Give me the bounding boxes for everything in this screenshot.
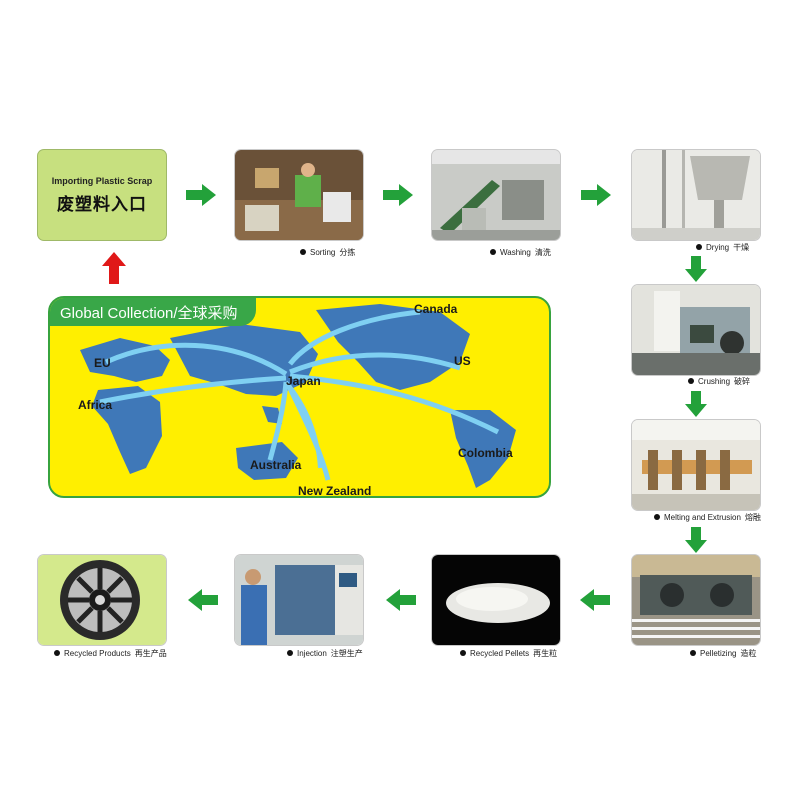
bullet-icon bbox=[688, 378, 694, 384]
pelletizing-photo bbox=[632, 555, 760, 645]
washing-photo bbox=[432, 150, 560, 240]
bullet-icon bbox=[287, 650, 293, 656]
arrow-right-icon bbox=[186, 184, 216, 206]
label-canada: Canada bbox=[414, 302, 458, 316]
arrow-left-icon bbox=[188, 589, 218, 611]
bullet-icon bbox=[460, 650, 466, 656]
arrow-down-icon bbox=[685, 256, 707, 282]
bullet-icon bbox=[300, 249, 306, 255]
label-colombia: Colombia bbox=[458, 446, 513, 460]
arrow-left-icon bbox=[386, 589, 416, 611]
importing-plastic-scrap-box: Importing Plastic Scrap 废塑料入口 bbox=[38, 150, 166, 240]
map-title: Global Collection/全球采购 bbox=[50, 298, 256, 326]
label-australia: Australia bbox=[250, 458, 302, 472]
world-map-graphic bbox=[80, 304, 516, 488]
bullet-icon bbox=[654, 514, 660, 520]
label-us: US bbox=[454, 354, 471, 368]
bullet-icon bbox=[690, 650, 696, 656]
arrow-down-icon bbox=[685, 391, 707, 417]
injection-photo bbox=[235, 555, 363, 645]
recycled-products-photo bbox=[38, 555, 166, 645]
start-label-en: Importing Plastic Scrap bbox=[51, 175, 153, 186]
recycled-pellets-photo bbox=[432, 555, 560, 645]
bullet-icon bbox=[696, 244, 702, 250]
crushing-photo bbox=[632, 285, 760, 375]
bullet-icon bbox=[54, 650, 60, 656]
arrow-right-icon bbox=[581, 184, 611, 206]
label-eu: EU bbox=[94, 356, 111, 370]
label-africa: Africa bbox=[78, 398, 113, 412]
melting-extrusion-photo bbox=[632, 420, 760, 510]
bullet-icon bbox=[490, 249, 496, 255]
global-collection-map: Global Collection/全球采购 Canada EU US Japa… bbox=[48, 296, 551, 498]
label-japan: Japan bbox=[286, 374, 321, 388]
arrow-right-icon bbox=[383, 184, 413, 206]
arrow-down-icon bbox=[685, 527, 707, 553]
start-label-zh: 废塑料入口 bbox=[57, 194, 147, 214]
drying-photo bbox=[632, 150, 760, 240]
arrow-left-icon bbox=[580, 589, 610, 611]
sorting-photo bbox=[235, 150, 363, 240]
arrow-up-icon bbox=[102, 252, 126, 284]
label-new-zealand: New Zealand bbox=[298, 484, 372, 498]
